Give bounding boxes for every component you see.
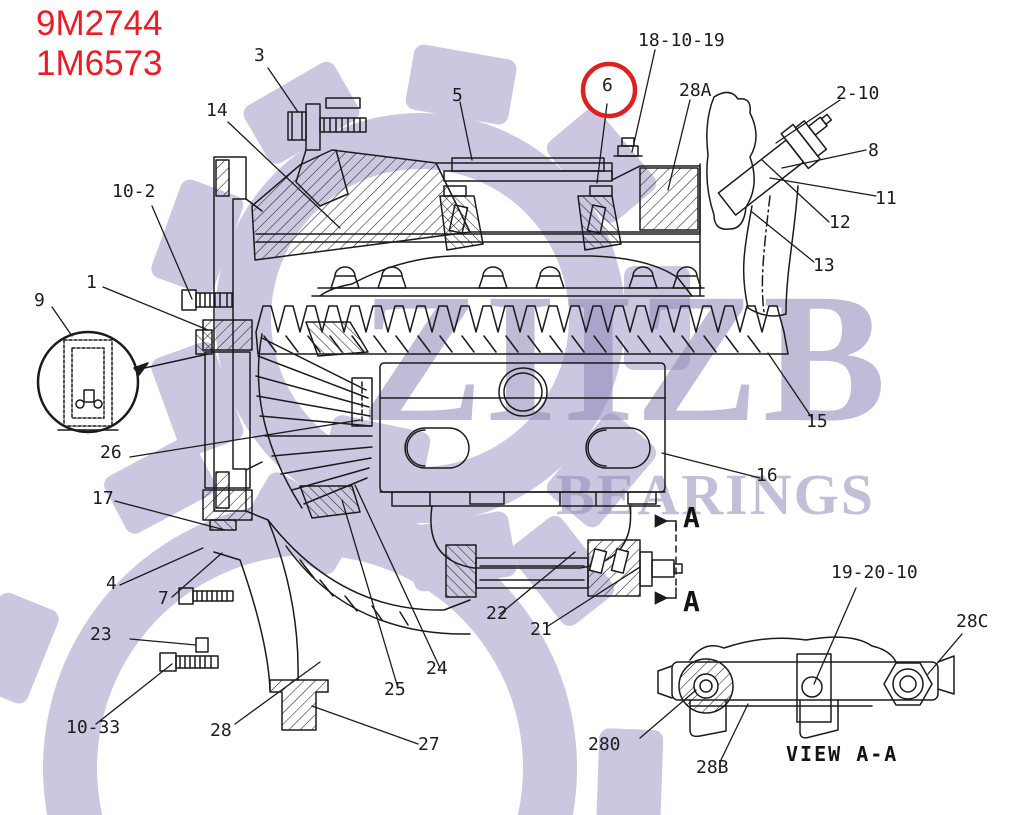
- section-marker-a-top: A: [683, 501, 700, 534]
- bearing-cap: [439, 157, 622, 251]
- callout-26: 26: [100, 442, 122, 463]
- callout-23: 23: [90, 624, 112, 645]
- callout-28C: 28C: [956, 611, 989, 632]
- callout-11: 11: [875, 188, 897, 209]
- callout-28A: 28A: [679, 80, 712, 101]
- breather-tube: [717, 113, 833, 216]
- callout-280: 280: [588, 734, 621, 755]
- case-nuts-row: [311, 255, 705, 297]
- callout-25: 25: [384, 679, 406, 700]
- callout-15: 15: [806, 411, 828, 432]
- lower-bearing-unit: [445, 539, 683, 598]
- callout-19-20-10: 19-20-10: [831, 562, 918, 583]
- callout-1: 1: [86, 272, 97, 293]
- callout-10-33: 10-33: [66, 717, 121, 738]
- detail-circle-9: [36, 330, 209, 434]
- callout-28B: 28B: [696, 757, 729, 778]
- bolt-10-2: [181, 289, 233, 311]
- part-number-secondary: 1M6573: [36, 44, 163, 83]
- view-a-a-drawing: [657, 636, 955, 739]
- bolt-3: [287, 97, 367, 207]
- carrier-housing: [251, 149, 701, 297]
- callout-18-10-19: 18-10-19: [638, 30, 725, 51]
- callout-24: 24: [426, 658, 448, 679]
- ring-gear: [255, 305, 789, 355]
- bolt-10-33: [159, 652, 219, 672]
- highlight-circle-6: [580, 61, 638, 119]
- bolt-4-7: [178, 587, 234, 605]
- callout-3: 3: [254, 45, 265, 66]
- callout-17: 17: [92, 488, 114, 509]
- section-cut-marks: [654, 514, 677, 605]
- callout-22: 22: [486, 603, 508, 624]
- callout-8: 8: [868, 140, 879, 161]
- callout-12: 12: [829, 212, 851, 233]
- callout-13: 13: [813, 255, 835, 276]
- watermark-tagline-text: BEARINGS: [556, 462, 875, 527]
- view-a-a-label: VIEW A-A: [786, 742, 899, 766]
- shaft-13: [742, 185, 799, 317]
- callout-10-2: 10-2: [112, 181, 156, 202]
- callout-7: 7: [158, 588, 169, 609]
- callout-5: 5: [452, 85, 463, 106]
- callout-4: 4: [106, 573, 117, 594]
- callout-9: 9: [34, 290, 45, 311]
- output-yoke: [195, 510, 471, 731]
- differential-case: [351, 362, 666, 569]
- callout-14: 14: [206, 100, 228, 121]
- bevel-gear: [202, 319, 373, 521]
- part-number-primary: 9M2744: [36, 4, 163, 43]
- callout-27: 27: [418, 734, 440, 755]
- leader-lines: [51, 49, 963, 763]
- callout-16: 16: [756, 465, 778, 486]
- watermark-brand-text: ZHZB: [360, 256, 891, 461]
- callout-28: 28: [210, 720, 232, 741]
- callout-2-10: 2-10: [836, 83, 880, 104]
- callout-6: 6: [602, 75, 613, 96]
- callout-21: 21: [530, 619, 552, 640]
- section-marker-a-bottom: A: [683, 585, 700, 618]
